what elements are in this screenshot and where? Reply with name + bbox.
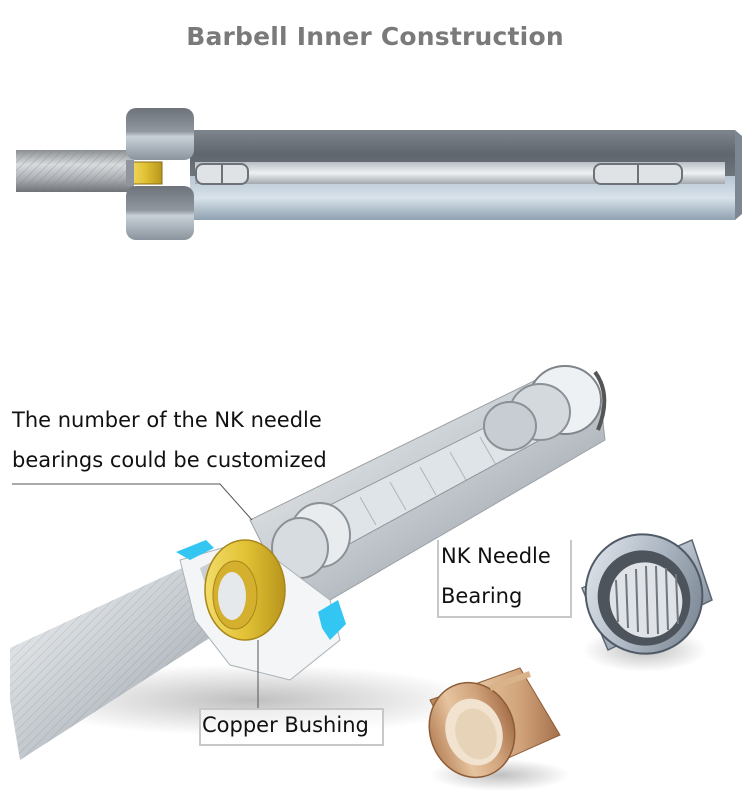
nk-needle-bearing-part: [581, 533, 713, 672]
nk-label-box: [437, 540, 572, 618]
nk-label-line-1: NK Needle: [441, 544, 551, 568]
inner-bearing-stack: [271, 502, 351, 579]
nk-label-line-2: Bearing: [441, 584, 523, 608]
brass-bushing: [204, 539, 286, 641]
callout-line-2: bearings could be customized: [12, 448, 327, 472]
copper-bushing-part: [428, 667, 570, 791]
needle-bearing-right: [593, 163, 683, 185]
copper-label-box: [199, 708, 384, 746]
sleeve-end-bearing: [483, 365, 607, 451]
nk-needle-bearing-label: NK Needle Bearing: [441, 536, 551, 616]
customizable-bearings-callout: The number of the NK needle bearings cou…: [12, 400, 382, 480]
callout-line-1: The number of the NK needle: [12, 408, 322, 432]
copper-bushing-label: Copper Bushing: [202, 713, 369, 737]
top-collar: [126, 108, 194, 240]
top-cutaway-bar: [16, 108, 742, 240]
rotation-arrow-icon: [176, 540, 346, 640]
needle-bearing-left: [195, 163, 249, 185]
page-title: Barbell Inner Construction: [186, 22, 564, 51]
diagonal-bar-3d: [10, 365, 607, 760]
